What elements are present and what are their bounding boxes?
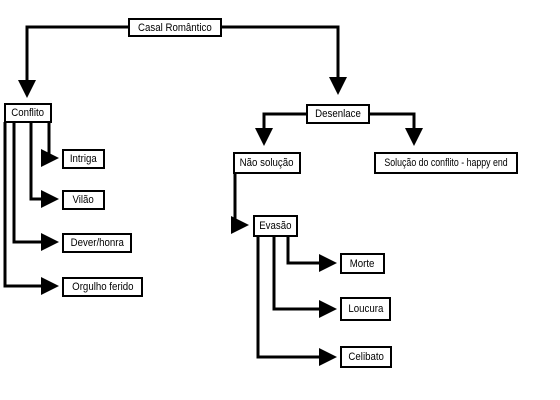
node-intriga: Intriga — [62, 149, 105, 169]
node-nao-solucao: Não solução — [233, 152, 301, 174]
connector-conflito-intriga — [41, 122, 59, 167]
node-casal-romantico: Casal Romântico — [128, 18, 222, 37]
node-conflito: Conflito — [4, 103, 52, 123]
node-desenlace: Desenlace — [306, 104, 370, 124]
connector-desenlace-solucao — [370, 112, 423, 146]
connector-conflito-orgulho-ferido — [3, 122, 59, 295]
connector-root-desenlace — [222, 25, 347, 95]
connector-evasao-morte — [286, 236, 337, 272]
connector-conflito-dever-honra — [12, 122, 59, 251]
connector-desenlace-nao-solucao — [255, 112, 306, 146]
connector-evasao-loucura — [272, 236, 337, 318]
node-evasao: Evasão — [253, 215, 298, 237]
node-loucura: Loucura — [340, 297, 391, 321]
connector-root-conflito — [18, 25, 128, 98]
connector-conflito-vilao — [29, 122, 59, 208]
node-celibato: Celibato — [340, 346, 392, 368]
node-dever-honra: Dever/honra — [62, 233, 132, 253]
node-solucao-happy-end: Solução do conflito - happy end — [374, 152, 518, 174]
connector-evasao-celibato — [256, 236, 337, 366]
connector-nao-solucao-evasao — [231, 174, 249, 234]
node-morte: Morte — [340, 253, 385, 274]
node-vilao: Vilão — [62, 190, 105, 210]
node-orgulho-ferido: Orgulho ferido — [62, 277, 143, 297]
